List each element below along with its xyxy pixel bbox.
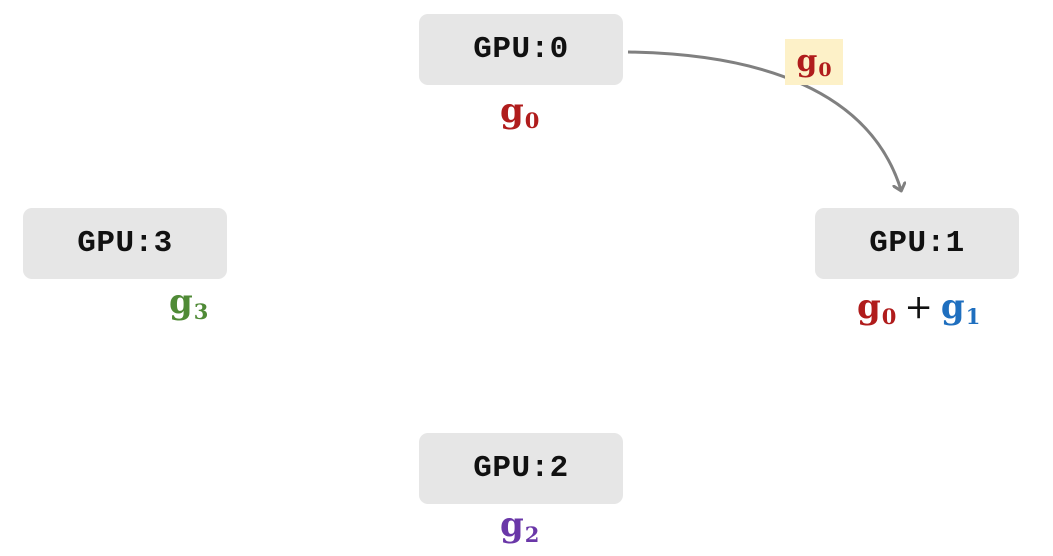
- gradient-base: g: [500, 505, 524, 545]
- gradient-base: g: [169, 282, 193, 322]
- plus-operator: +: [904, 287, 933, 327]
- gradient-subscript: 0: [524, 108, 540, 133]
- gradient-base: g: [796, 44, 818, 79]
- gradient-label-gpu0: g0: [500, 91, 539, 131]
- gpu-node-3: GPU:3: [23, 208, 227, 279]
- message-arrow: [627, 50, 901, 190]
- gradient-subscript: 1: [965, 304, 981, 329]
- gpu-node-1: GPU:1: [815, 208, 1019, 279]
- gradient-base: g: [500, 91, 524, 131]
- gpu-node-2: GPU:2: [419, 433, 623, 504]
- gradient-label-gpu3: g3: [169, 282, 208, 322]
- gradient-subscript: 3: [193, 299, 209, 324]
- gradient-subscript: 0: [881, 304, 897, 329]
- gradient-label-gpu2: g2: [500, 505, 539, 545]
- gradient-base: g: [857, 287, 881, 327]
- gradient-subscript: 2: [524, 522, 540, 547]
- gpu-node-0: GPU:0: [419, 14, 623, 85]
- message-gradient: g0: [796, 44, 831, 80]
- gradient-label-gpu1: g0+g1: [857, 287, 980, 327]
- gradient-base: g: [940, 287, 965, 327]
- gradient-subscript: 0: [818, 59, 832, 81]
- message-badge: g0: [785, 39, 843, 85]
